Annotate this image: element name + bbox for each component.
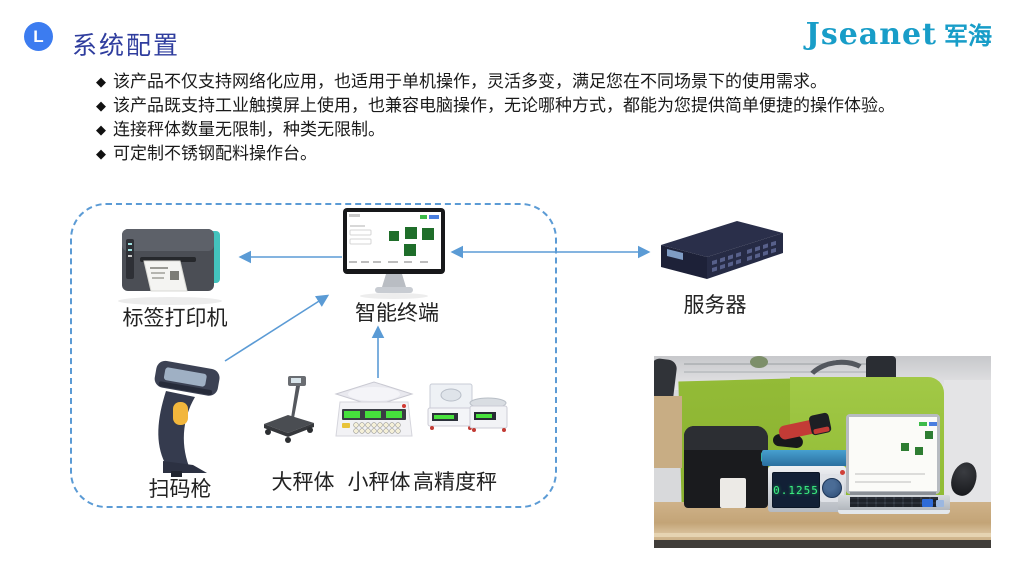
photo-label-printer-lid (684, 426, 768, 450)
photo-screen-blue-chip (929, 422, 937, 426)
photo-screen-green-square (925, 431, 933, 439)
precision-scale-label: 高精度秤 (413, 471, 497, 494)
system-boundary-dashed-box (70, 203, 557, 508)
bullet-item: ◆ 该产品既支持工业触摸屏上使用，也兼容电脑操作，无论哪种方式，都能为您提供简单… (96, 94, 1014, 118)
bullet-text: 可定制不锈钢配料操作台。 (113, 144, 317, 163)
slide-title-icon: L (24, 22, 53, 51)
barcode-scanner-label: 扫码枪 (148, 478, 212, 501)
photo-shelf-line (684, 371, 874, 373)
barcode-scanner-icon (154, 360, 220, 477)
server-icon (661, 221, 783, 279)
photo-printed-label (720, 478, 746, 508)
diamond-bullet-icon: ◆ (96, 146, 106, 161)
large-scale-icon (264, 376, 314, 443)
label-printer-label: 标签打印机 (122, 307, 228, 330)
photo-screen-green-chip (919, 422, 927, 426)
photo-scale-platter (762, 450, 852, 466)
diamond-bullet-icon: ◆ (96, 74, 106, 89)
large-scale-label: 大秤体 (271, 471, 335, 494)
photo-desk-edge (654, 533, 991, 537)
bullet-text: 连接秤体数量无限制，种类无限制。 (113, 120, 385, 139)
photo-laptop-front-lip (838, 510, 950, 514)
precision-scale-icon (427, 383, 508, 432)
page-title: 系统配置 (72, 32, 181, 60)
photo-screen-green-square (915, 447, 923, 455)
bullet-text: 该产品既支持工业触摸屏上使用，也兼容电脑操作，无论哪种方式，都能为您提供简单便捷… (113, 96, 895, 115)
company-logo: Jseanet 军海 (806, 16, 992, 52)
diamond-bullet-icon: ◆ (96, 98, 106, 113)
server-label: 服务器 (683, 294, 747, 317)
photo-cabinet (654, 396, 682, 468)
diamond-bullet-icon: ◆ (96, 122, 106, 137)
photo-laptop-screen-content (849, 417, 937, 491)
bullet-item: ◆ 该产品不仅支持网络化应用，也适用于单机操作，灵活多变，满足您在不同场景下的使… (96, 70, 1014, 94)
bullet-text: 该产品不仅支持网络化应用，也适用于单机操作，灵活多变，满足您在不同场景下的使用需… (113, 72, 827, 91)
photo-shelf-line (684, 363, 874, 365)
photo-laptop-keyboard (850, 497, 938, 507)
label-printer-icon (118, 229, 222, 305)
title-icon-letter: L (33, 26, 44, 46)
bullet-item: ◆ 连接秤体数量无限制，种类无限制。 (96, 118, 1014, 142)
logo-text-cn: 军海 (944, 23, 992, 50)
photo-scale-display: 0.1255 (772, 472, 820, 508)
bullet-item: ◆ 可定制不锈钢配料操作台。 (96, 142, 1014, 166)
photo-laptop-sticker (936, 500, 944, 507)
smart-terminal-label: 智能终端 (355, 302, 439, 325)
logo-text-en: Jseanet (805, 17, 937, 52)
feature-bullet-list: ◆ 该产品不仅支持网络化应用，也适用于单机操作，灵活多变，满足您在不同场景下的使… (96, 70, 1014, 166)
product-photo: 0.1255 (654, 356, 991, 548)
photo-scale-power-light (840, 470, 845, 475)
small-scale-label: 小秤体 (347, 471, 411, 494)
photo-laptop-sticker (922, 499, 933, 507)
scale-weight-readout: 0.1255 (773, 483, 819, 497)
photo-screen-green-square (901, 443, 909, 451)
photo-scale-dial-knob (822, 478, 842, 498)
photo-laptop-hinge (850, 492, 936, 495)
photo-plant (750, 356, 768, 368)
photo-floor-strip (654, 540, 991, 548)
small-scale-icon (334, 381, 414, 437)
smart-terminal-icon (343, 208, 445, 299)
photo-screen-row (855, 481, 911, 483)
photo-screen-row (855, 473, 925, 475)
photo-laptop-screen (846, 414, 940, 494)
